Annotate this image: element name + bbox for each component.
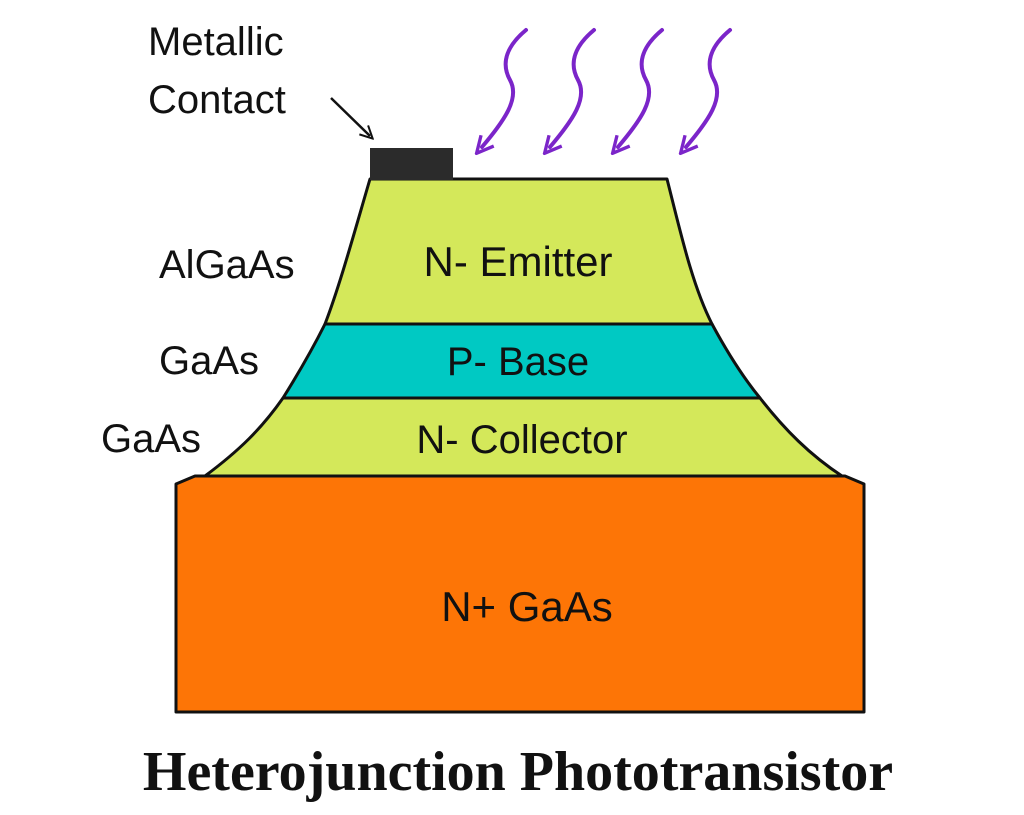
wavy-arrow-icon	[686, 28, 732, 147]
substrate-label: N+ GaAs	[441, 583, 613, 630]
base-label: P- Base	[447, 340, 589, 384]
wavy-arrow-icon	[618, 28, 664, 147]
substrate-layer	[174, 474, 866, 714]
wavy-arrow-icon	[482, 28, 528, 147]
emitter-material-label: AlGaAs	[159, 243, 295, 287]
contact-label-line2: Contact	[148, 78, 286, 122]
emitter-label: N- Emitter	[424, 238, 613, 285]
metallic-contact	[370, 148, 453, 180]
base-material-label: GaAs	[159, 339, 259, 383]
light-rays	[482, 28, 732, 147]
emitter-layer	[323, 177, 714, 326]
wavy-arrow-icon	[550, 28, 596, 147]
contact-pointer-arrow	[330, 97, 370, 136]
collector-label: N- Collector	[416, 418, 627, 462]
contact-label-line1: Metallic	[148, 20, 284, 64]
diagram-title: Heterojunction Phototransistor	[143, 741, 893, 803]
collector-material-label: GaAs	[101, 417, 201, 461]
